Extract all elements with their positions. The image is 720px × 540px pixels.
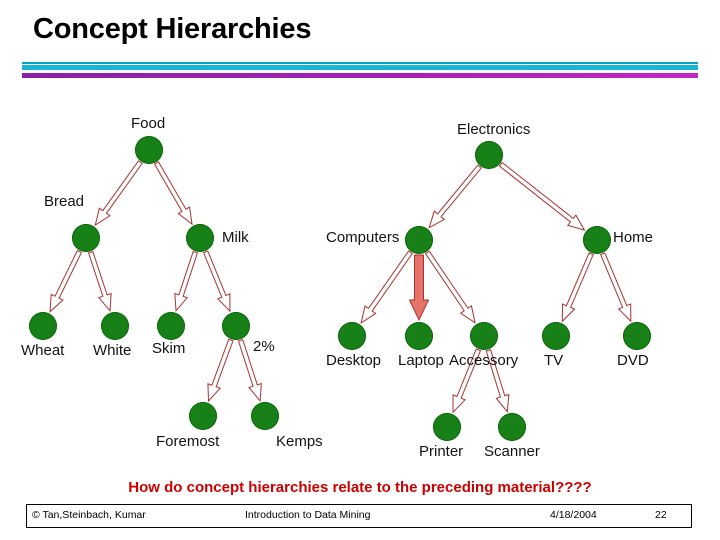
hierarchy-edge-bread-to-wheat — [49, 249, 83, 313]
hierarchy-node-label-computers: Computers — [326, 229, 400, 246]
hierarchy-node-white[interactable] — [101, 312, 129, 340]
hierarchy-edge-twopercent-to-foremost — [207, 338, 234, 403]
hierarchy-node-desktop[interactable] — [338, 322, 366, 350]
hierarchy-edge-computers-to-accessory — [424, 250, 476, 324]
hierarchy-edge-bread-to-white — [87, 250, 112, 313]
footer-copyright: © Tan,Steinbach, Kumar — [32, 509, 146, 521]
hierarchy-edge-electronics-to-computers — [428, 164, 482, 229]
hierarchy-edge-accessory-to-printer — [452, 348, 482, 414]
hierarchy-node-label-home: Home — [613, 229, 654, 246]
hierarchy-edge-electronics-to-home — [498, 161, 586, 231]
hierarchy-edge-home-to-dvd — [600, 252, 632, 323]
hierarchy-node-label-scanner: Scanner — [484, 443, 540, 460]
hierarchy-edge-milk-to-twopercent — [202, 250, 231, 313]
hierarchy-node-food[interactable] — [135, 136, 163, 164]
hierarchy-node-label-twopercent: 2% — [253, 338, 275, 355]
hierarchy-edge-computers-to-desktop — [360, 250, 413, 324]
slide-footer: © Tan,Steinbach, Kumar Introduction to D… — [26, 504, 692, 528]
question-callout: How do concept hierarchies relate to the… — [128, 479, 592, 496]
footer-page-number: 22 — [655, 509, 667, 521]
divider-rule-cyan-thin — [22, 62, 698, 64]
hierarchy-edge-accessory-to-scanner — [485, 349, 510, 413]
hierarchy-edge-layer — [49, 160, 632, 414]
hierarchy-node-label-accessory: Accessory — [449, 352, 519, 369]
hierarchy-node-label-skim: Skim — [152, 340, 186, 357]
hierarchy-edge-milk-to-skim — [174, 250, 199, 313]
footer-date: 4/18/2004 — [550, 509, 597, 521]
hierarchy-node-label-food: Food — [131, 115, 166, 132]
hierarchy-node-label-electronics: Electronics — [457, 121, 531, 138]
hierarchy-node-label-tv: TV — [544, 352, 564, 369]
hierarchy-edge-food-to-bread — [94, 160, 143, 227]
hierarchy-node-label-kemps: Kemps — [276, 433, 323, 450]
hierarchy-node-skim[interactable] — [157, 312, 185, 340]
hierarchy-node-foremost[interactable] — [189, 402, 217, 430]
hierarchy-edge-home-to-tv — [561, 252, 594, 323]
hierarchy-node-label-wheat: Wheat — [21, 342, 65, 359]
hierarchy-node-label-foremost: Foremost — [156, 433, 220, 450]
footer-course-title: Introduction to Data Mining — [245, 509, 371, 521]
hierarchy-node-label-white: White — [93, 342, 132, 359]
hierarchy-node-home[interactable] — [583, 226, 611, 254]
divider-rule-cyan — [22, 65, 698, 70]
hierarchy-node-printer[interactable] — [433, 413, 461, 441]
hierarchy-node-electronics[interactable] — [475, 141, 503, 169]
hierarchy-edge-food-to-milk — [153, 161, 193, 226]
hierarchy-node-wheat[interactable] — [29, 312, 57, 340]
divider-rule-purple — [22, 73, 698, 78]
hierarchy-node-bread[interactable] — [72, 224, 100, 252]
hierarchy-edge-computers-to-laptop — [408, 254, 430, 322]
hierarchy-node-label-dvd: DVD — [617, 352, 649, 369]
hierarchy-node-computers[interactable] — [405, 226, 433, 254]
hierarchy-node-label-milk: Milk — [222, 229, 249, 246]
hierarchy-node-twopercent[interactable] — [222, 312, 250, 340]
hierarchy-node-accessory[interactable] — [470, 322, 498, 350]
hierarchy-node-kemps[interactable] — [251, 402, 279, 430]
page-title: Concept Hierarchies — [33, 13, 312, 45]
hierarchy-edge-twopercent-to-kemps — [237, 338, 262, 403]
hierarchy-node-label-laptop: Laptop — [398, 352, 444, 369]
hierarchy-node-milk[interactable] — [186, 224, 214, 252]
hierarchy-node-tv[interactable] — [542, 322, 570, 350]
hierarchy-node-dvd[interactable] — [623, 322, 651, 350]
hierarchy-node-label-printer: Printer — [419, 443, 464, 460]
hierarchy-node-laptop[interactable] — [405, 322, 433, 350]
hierarchy-node-label-bread: Bread — [44, 193, 85, 210]
hierarchy-node-scanner[interactable] — [498, 413, 526, 441]
hierarchy-node-label-desktop: Desktop — [326, 352, 382, 369]
